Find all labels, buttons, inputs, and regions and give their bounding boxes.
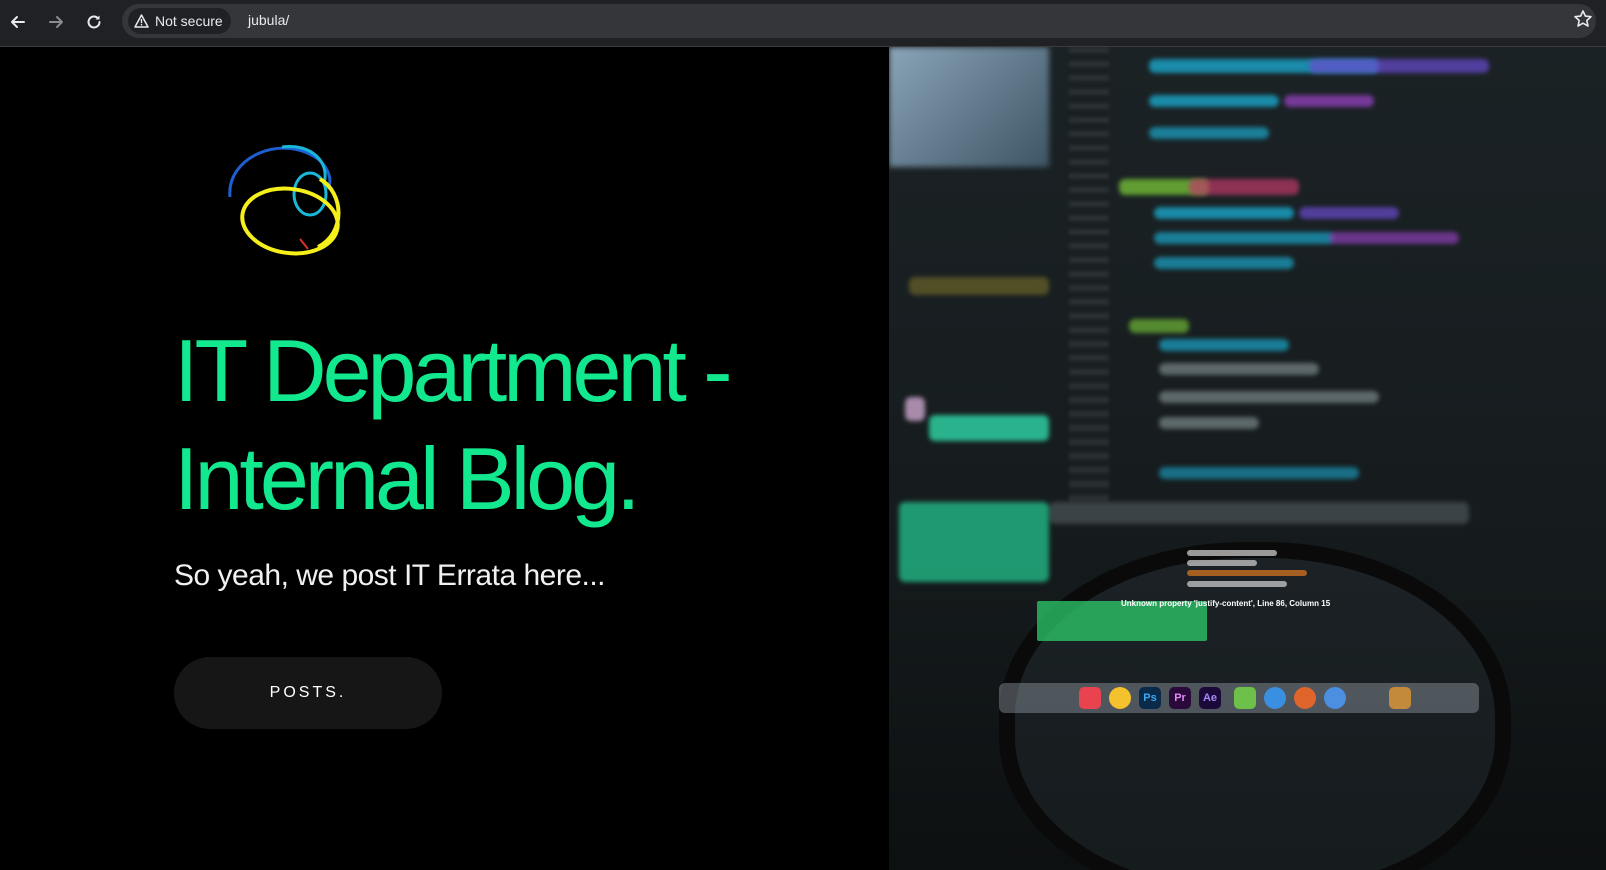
browser-toolbar: Not secure jubula/ (0, 0, 1606, 47)
dock-app-icon (1294, 687, 1316, 709)
dock-app-icon (1324, 687, 1346, 709)
lens-code-line (1187, 550, 1277, 556)
code-line (1149, 95, 1279, 107)
page-content: IT Department - Internal Blog. So yeah, … (0, 47, 1606, 870)
lens-code-line (1187, 560, 1257, 566)
tool-panel (899, 502, 1049, 582)
bookmark-star-icon (1574, 10, 1592, 27)
dock-app-icon (1389, 687, 1411, 709)
security-indicator[interactable]: Not secure (128, 8, 231, 34)
posts-button[interactable]: POSTS. (174, 657, 442, 729)
status-bar (1049, 502, 1469, 524)
code-line (1284, 95, 1374, 107)
lens-code-line (1187, 570, 1307, 576)
logo-icon (228, 145, 341, 256)
code-line (1154, 207, 1294, 219)
hero-photo: Unknown property 'justify-content', Line… (889, 47, 1606, 870)
code-line (1129, 319, 1189, 333)
code-line (1159, 417, 1259, 429)
photo-monitor-edge (889, 47, 1049, 167)
lens-code-line (1187, 581, 1287, 587)
code-line (1189, 179, 1299, 195)
back-button[interactable] (5, 9, 31, 35)
forward-button[interactable] (43, 9, 69, 35)
code-line (1329, 232, 1459, 244)
photo-line-gutter (1069, 47, 1109, 507)
code-line (1154, 257, 1294, 269)
page-title: IT Department - Internal Blog. (174, 317, 834, 533)
forward-arrow-icon (49, 16, 63, 28)
code-line (1149, 127, 1269, 139)
back-arrow-icon (11, 16, 25, 28)
code-line (1154, 232, 1334, 244)
dock-app-icon: Ps (1139, 687, 1161, 709)
tagline: So yeah, we post IT Errata here... (174, 559, 606, 592)
code-line (1159, 339, 1289, 351)
lens-error-message: Unknown property 'justify-content', Line… (1121, 599, 1331, 608)
code-line (1159, 391, 1379, 403)
tool-panel (905, 397, 925, 421)
lens-panel (1037, 601, 1207, 641)
dock-app-icon (1109, 687, 1131, 709)
title-line-1: IT Department - (174, 321, 733, 420)
url-text[interactable]: jubula/ (248, 12, 290, 28)
bookmark-button[interactable] (1572, 8, 1598, 34)
warning-icon (134, 14, 149, 28)
code-line (1309, 59, 1489, 73)
address-bar[interactable]: Not secure jubula/ (122, 4, 1596, 38)
code-line (1159, 363, 1319, 375)
dock-app-icon: Ae (1199, 687, 1221, 709)
title-line-2: Internal Blog. (174, 429, 641, 528)
hero-panel: IT Department - Internal Blog. So yeah, … (0, 47, 889, 870)
security-label: Not secure (155, 13, 223, 29)
dock-app-icon: Pr (1169, 687, 1191, 709)
tool-panel (909, 277, 1049, 295)
reload-button[interactable] (81, 9, 107, 35)
code-line (1159, 467, 1359, 479)
reload-icon (87, 15, 101, 29)
code-line (1119, 179, 1209, 195)
code-line (1299, 207, 1399, 219)
tool-panel (929, 415, 1049, 441)
dock-app-icon (1234, 687, 1256, 709)
dock-app-icon (1264, 687, 1286, 709)
dock-app-icon (1079, 687, 1101, 709)
